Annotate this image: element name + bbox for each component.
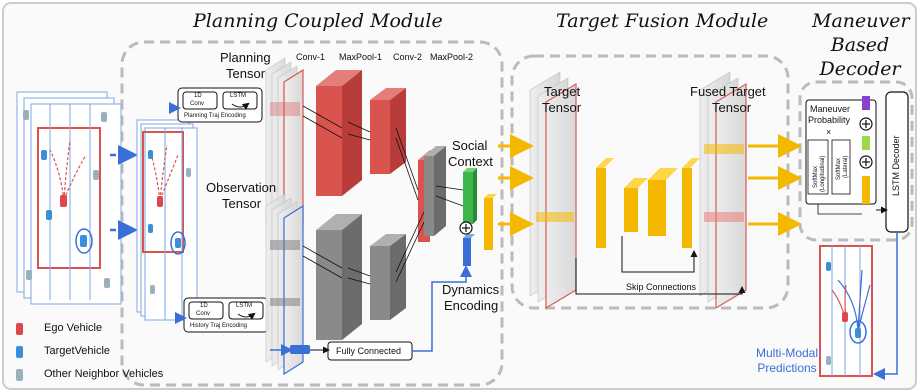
social-context-label-2: Context [448, 154, 493, 169]
maxpool1-label: MaxPool-1 [339, 52, 383, 62]
history-encoding-caption: History Traj Encoding [190, 323, 248, 329]
planning-lstm-label: LSTM [230, 93, 247, 99]
softmax-longitudinal-box [807, 139, 829, 195]
maneuver-green-bar [862, 136, 870, 150]
lstm-decoder-label: LSTM Decoder [891, 135, 901, 196]
maneuver-purple-bar [862, 96, 870, 110]
maxpool2-label: MaxPool-2 [430, 52, 474, 62]
conv2-label: Conv-2 [393, 52, 423, 62]
planning-module-box [120, 40, 504, 387]
prediction-label-2: Predictions [757, 361, 817, 375]
fc-input-bar [290, 345, 310, 354]
skip-connection-lines [575, 236, 746, 295]
dynamics-label-1: Dynamics [442, 282, 500, 297]
social-context-label-1: Social [452, 138, 488, 153]
planning-encoding-caption: Planning Traj Encoding [184, 113, 246, 119]
ego-vehicle-icon [16, 323, 23, 335]
softmax-lateral-label-2: (Lateral) [843, 155, 849, 178]
split-scene-stack [136, 119, 198, 321]
conv-funnel-lines [302, 105, 464, 285]
fully-connected-label: Fully Connected [336, 346, 402, 356]
unet-blocks [596, 158, 700, 248]
observation-conv-blocks [316, 214, 406, 340]
planning-tensor-label-1: Planning [220, 50, 271, 65]
decoder-title-2: Based [830, 34, 890, 56]
legend-neighbors: Other Neighbor Vehicles [44, 368, 164, 380]
conv2-block [418, 146, 446, 242]
planning-tensor-label-2: Tensor [226, 66, 266, 81]
legend-icons [16, 323, 23, 381]
social-context-vector [463, 168, 477, 224]
history-lstm-label: LSTM [236, 303, 253, 309]
history-conv-label: Conv [196, 311, 211, 317]
history-traj-encoder [183, 297, 269, 333]
prediction-scene [819, 245, 873, 377]
maneuver-orange-bar [862, 176, 870, 204]
decoder-title-1: Maneuver [812, 10, 910, 32]
skip-connections-label: Skip Connections [626, 282, 697, 292]
planning-tensor [265, 57, 304, 240]
decoder-box [798, 80, 914, 242]
target-tensor [529, 71, 577, 310]
orange-arrows [498, 134, 802, 236]
target-tensor-label-2: Tensor [542, 100, 582, 115]
target-vehicle-icon [16, 346, 23, 358]
legend-ego: Ego Vehicle [44, 322, 103, 334]
observation-tensor-label-1: Observation [206, 180, 277, 195]
softmax-lateral-box [831, 139, 851, 195]
maneuver-prob-label-2: Probability [808, 115, 851, 125]
planning-traj-encoder [177, 87, 263, 123]
prediction-label-1: Multi-Modal [755, 346, 818, 360]
softmax-lateral-label-1: SoftMax [836, 157, 842, 180]
planning-module-title: Planning Coupled Module [193, 10, 443, 32]
fused-target-tensor [699, 71, 747, 310]
neighbor-vehicle-icon [16, 369, 23, 381]
target-fusion-title: Target Fusion Module [556, 10, 769, 32]
legend-target: TargetVehicle [44, 345, 111, 357]
decoder-output-arrow [873, 232, 898, 380]
dynamics-label-2: Encoding [444, 298, 499, 313]
maneuver-prob-label-1: Maneuver [810, 104, 851, 114]
dynamics-encoding-vector [463, 234, 475, 266]
planning-conv-blocks [316, 70, 406, 196]
input-scene-stack [16, 91, 122, 305]
fused-tensor-label-1: Fused Target [690, 84, 766, 99]
fused-tensor-label-2: Tensor [712, 100, 752, 115]
softmax-longitudinal-label-1: SoftMax [813, 165, 819, 188]
history-1d-label: 1D [200, 303, 208, 309]
target-tensor-label-1: Target [544, 84, 581, 99]
planning-1d-label: 1D [194, 93, 202, 99]
observation-tensor-label-2: Tensor [222, 196, 262, 211]
planning-conv-label: Conv [190, 101, 205, 107]
observation-tensor [265, 193, 304, 376]
softmax-longitudinal-label-2: (Longitudinal) [820, 155, 826, 192]
concat-vector [484, 194, 497, 250]
multiply-icon: × [826, 127, 832, 137]
decoder-title-3: Decoder [819, 58, 901, 80]
conv1-label: Conv-1 [296, 52, 326, 62]
